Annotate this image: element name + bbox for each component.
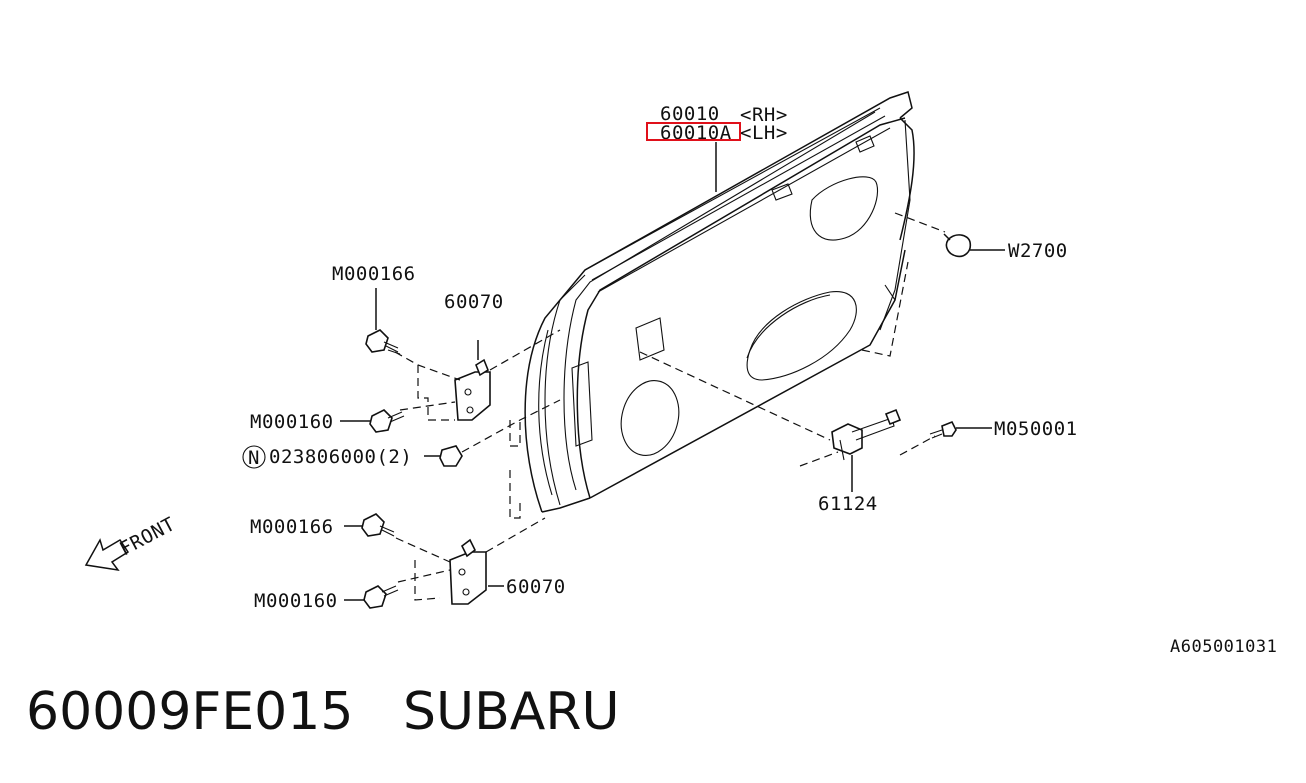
label-door-rh-side: <RH> — [740, 104, 788, 126]
upper-hinge — [394, 329, 561, 421]
label-front: FRONT — [116, 513, 179, 560]
label-weatherstrip: W2700 — [1008, 240, 1068, 262]
lower-hinge — [395, 470, 546, 605]
highlight-box — [646, 122, 741, 141]
label-bolt-upper-1: M000166 — [332, 263, 416, 285]
label-nut: 023806000(2) — [269, 446, 412, 468]
label-checker-bolt: M050001 — [994, 418, 1078, 440]
checker-bolt — [929, 420, 992, 439]
door-panel — [524, 91, 915, 513]
label-bolt-lower-1: M000166 — [250, 516, 334, 538]
label-checker: 61124 — [818, 493, 878, 515]
caption: 60009FE015 SUBARU — [26, 682, 620, 742]
lower-bolt-m000160 — [344, 585, 399, 609]
front-arrow-icon — [84, 538, 130, 572]
caption-brand: SUBARU — [403, 682, 620, 742]
label-bolt-lower-2: M000160 — [254, 590, 338, 612]
label-door-rh: 60010 — [660, 103, 720, 125]
weatherstrip-clip — [861, 212, 1005, 357]
label-hinge-upper: 60070 — [444, 291, 504, 313]
nut-symbol-circle — [242, 445, 266, 469]
label-door-lh-side: <LH> — [740, 122, 788, 144]
label-nut-symbol: N — [248, 447, 260, 469]
upper-bolt-m000160 — [340, 409, 405, 433]
nut — [424, 399, 561, 467]
caption-part-number: 60009FE015 — [26, 682, 354, 742]
lower-bolt-m000166 — [344, 513, 395, 537]
upper-bolt-m000166 — [365, 288, 401, 355]
door-checker — [639, 351, 936, 492]
label-hinge-lower: 60070 — [506, 576, 566, 598]
label-door-lh: 60010A — [660, 122, 732, 144]
label-bolt-upper-2: M000160 — [250, 411, 334, 433]
label-figure-id: A605001031 — [1170, 637, 1277, 657]
